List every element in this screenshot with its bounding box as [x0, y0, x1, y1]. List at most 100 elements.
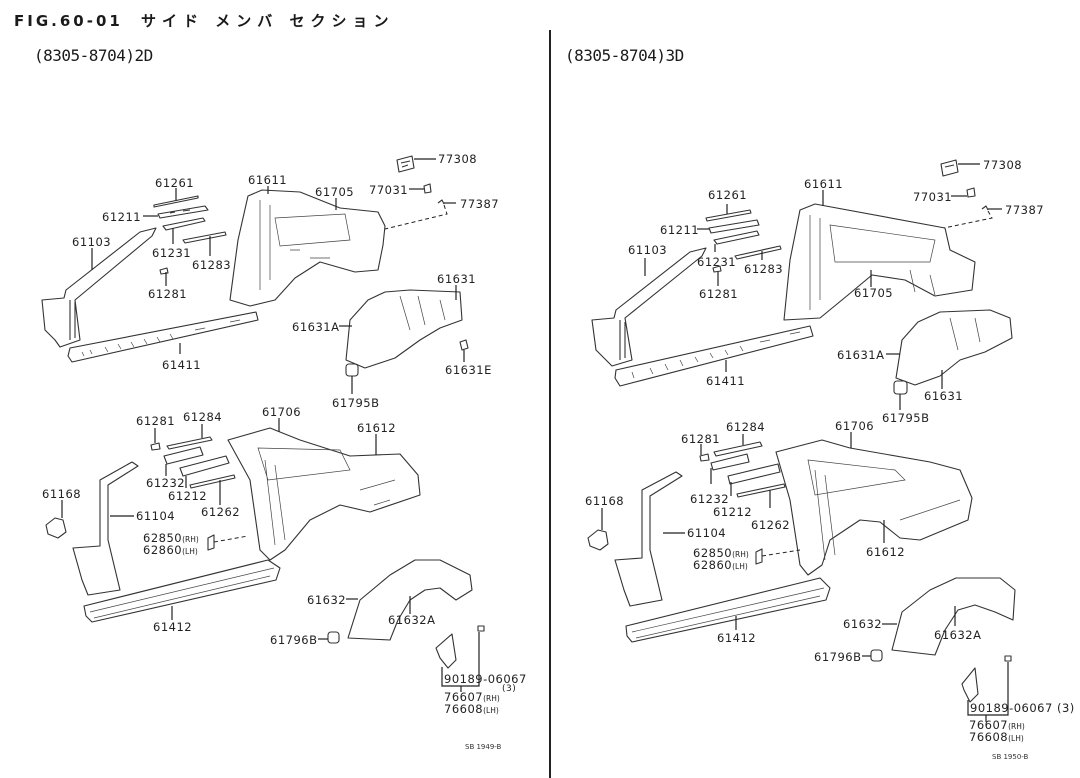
part-77308-bracket	[396, 155, 415, 173]
label-61231: 61231	[152, 246, 192, 260]
label-62850: 62850(RH)	[143, 531, 199, 545]
part-61796B	[327, 631, 340, 644]
variant-label-2d: (8305-8704)2D	[34, 46, 153, 65]
part-61283	[182, 231, 227, 244]
part-61212	[179, 455, 230, 477]
label-76608-number: 76608	[969, 730, 1009, 744]
label-76608-number: 76608	[444, 702, 484, 716]
label-61631: 61631	[437, 272, 477, 286]
label-61211: 61211	[660, 223, 700, 237]
part-61706-61612-quarter-outer	[227, 427, 421, 561]
label-62850-number: 62850	[143, 531, 183, 545]
part-61611-61705-quarter-inner	[229, 189, 386, 307]
label-77308: 77308	[438, 152, 478, 166]
part-77308-bracket	[940, 159, 959, 177]
part-61281-b	[699, 453, 710, 462]
label-76608: 76608(LH)	[444, 702, 499, 716]
part-61796B	[870, 649, 883, 662]
label-90189: 90189-06067 (3)	[970, 701, 1075, 715]
part-61284	[713, 441, 763, 457]
part-61284	[166, 436, 213, 450]
label-61632: 61632	[843, 617, 883, 631]
label-90189: 90189-06067	[444, 672, 527, 686]
label-77387: 77387	[460, 197, 500, 211]
label-61612: 61612	[357, 421, 397, 435]
label-62860-number: 62860	[143, 543, 183, 557]
label-61631E: 61631E	[445, 363, 492, 377]
panel-2d-art	[41, 155, 485, 692]
part-62850	[207, 534, 215, 551]
part-61411-rocker-inner	[67, 311, 259, 363]
part-61262	[736, 483, 786, 498]
label-61262: 61262	[201, 505, 241, 519]
part-76607-mudflap	[961, 667, 979, 703]
figure-title: FIG.60-01 サイド メンバ セクション	[14, 10, 395, 31]
label-76607-side: (RH)	[1008, 722, 1025, 731]
label-61706: 61706	[262, 405, 302, 419]
label-61796B: 61796B	[814, 650, 862, 664]
label-61705: 61705	[854, 286, 894, 300]
part-90189-screw	[1004, 655, 1012, 662]
label-61631A: 61631A	[837, 348, 885, 362]
part-61632-wheelhouse-outer	[891, 577, 1016, 656]
label-76607-number: 76607	[444, 690, 484, 704]
part-61281-b	[150, 442, 161, 451]
figure-number: FIG.60-01	[14, 12, 123, 30]
panel-divider	[549, 30, 551, 778]
part-61211	[157, 205, 209, 219]
part-61262	[189, 474, 236, 489]
part-61631-wheelhouse-inner	[895, 309, 1013, 386]
part-61168	[45, 517, 67, 539]
label-61283: 61283	[192, 258, 232, 272]
label-61232: 61232	[146, 476, 186, 490]
part-61281-a	[159, 267, 169, 275]
part-61104-b-pillar	[72, 461, 139, 596]
figure-title-jp: サイド メンバ セクション	[141, 12, 395, 30]
part-61611-61705-quarter-inner	[783, 203, 976, 321]
label-61168: 61168	[585, 494, 625, 508]
label-61262: 61262	[751, 518, 791, 532]
label-61611: 61611	[804, 177, 844, 191]
part-76607-mudflap	[435, 633, 457, 669]
label-61104: 61104	[687, 526, 727, 540]
label-61103: 61103	[72, 235, 112, 249]
part-61283	[734, 245, 782, 260]
part-61103-a-pillar	[591, 247, 707, 367]
label-77387: 77387	[1005, 203, 1045, 217]
label-61211: 61211	[102, 210, 142, 224]
label-62860-side: (LH)	[182, 547, 198, 556]
label-61283: 61283	[744, 262, 784, 276]
label-62860-number: 62860	[693, 558, 733, 572]
label-61796B: 61796B	[270, 633, 318, 647]
label-61411: 61411	[706, 374, 746, 388]
label-77308: 77308	[983, 158, 1023, 172]
label-62860: 62860(LH)	[143, 543, 198, 557]
label-90189-qty: (3)	[502, 684, 517, 694]
label-61632: 61632	[307, 593, 347, 607]
label-77031: 77031	[913, 190, 953, 204]
part-61281-a	[712, 265, 722, 273]
label-76608-side: (LH)	[483, 706, 499, 715]
label-61103: 61103	[628, 243, 668, 257]
label-61631A: 61631A	[292, 320, 340, 334]
label-62850-number: 62850	[693, 546, 733, 560]
label-61795B: 61795B	[332, 396, 380, 410]
label-77031: 77031	[369, 183, 409, 197]
part-61411-rocker-inner	[614, 325, 814, 387]
part-61231	[162, 217, 206, 231]
variant-label-3d: (8305-8704)3D	[565, 46, 684, 65]
label-61412: 61412	[717, 631, 757, 645]
label-61232: 61232	[690, 492, 730, 506]
part-77387-clip	[981, 205, 989, 211]
label-61611: 61611	[248, 173, 288, 187]
ref-code-3d: SB 1950-B	[992, 753, 1029, 761]
part-61631-wheelhouse-inner	[345, 289, 463, 369]
label-62850-side: (RH)	[732, 550, 749, 559]
part-61212	[727, 463, 781, 485]
label-61104: 61104	[136, 509, 176, 523]
part-90189-screw	[477, 625, 485, 632]
label-61411: 61411	[162, 358, 202, 372]
label-61284: 61284	[183, 410, 223, 424]
part-61631E-clip	[459, 339, 469, 351]
